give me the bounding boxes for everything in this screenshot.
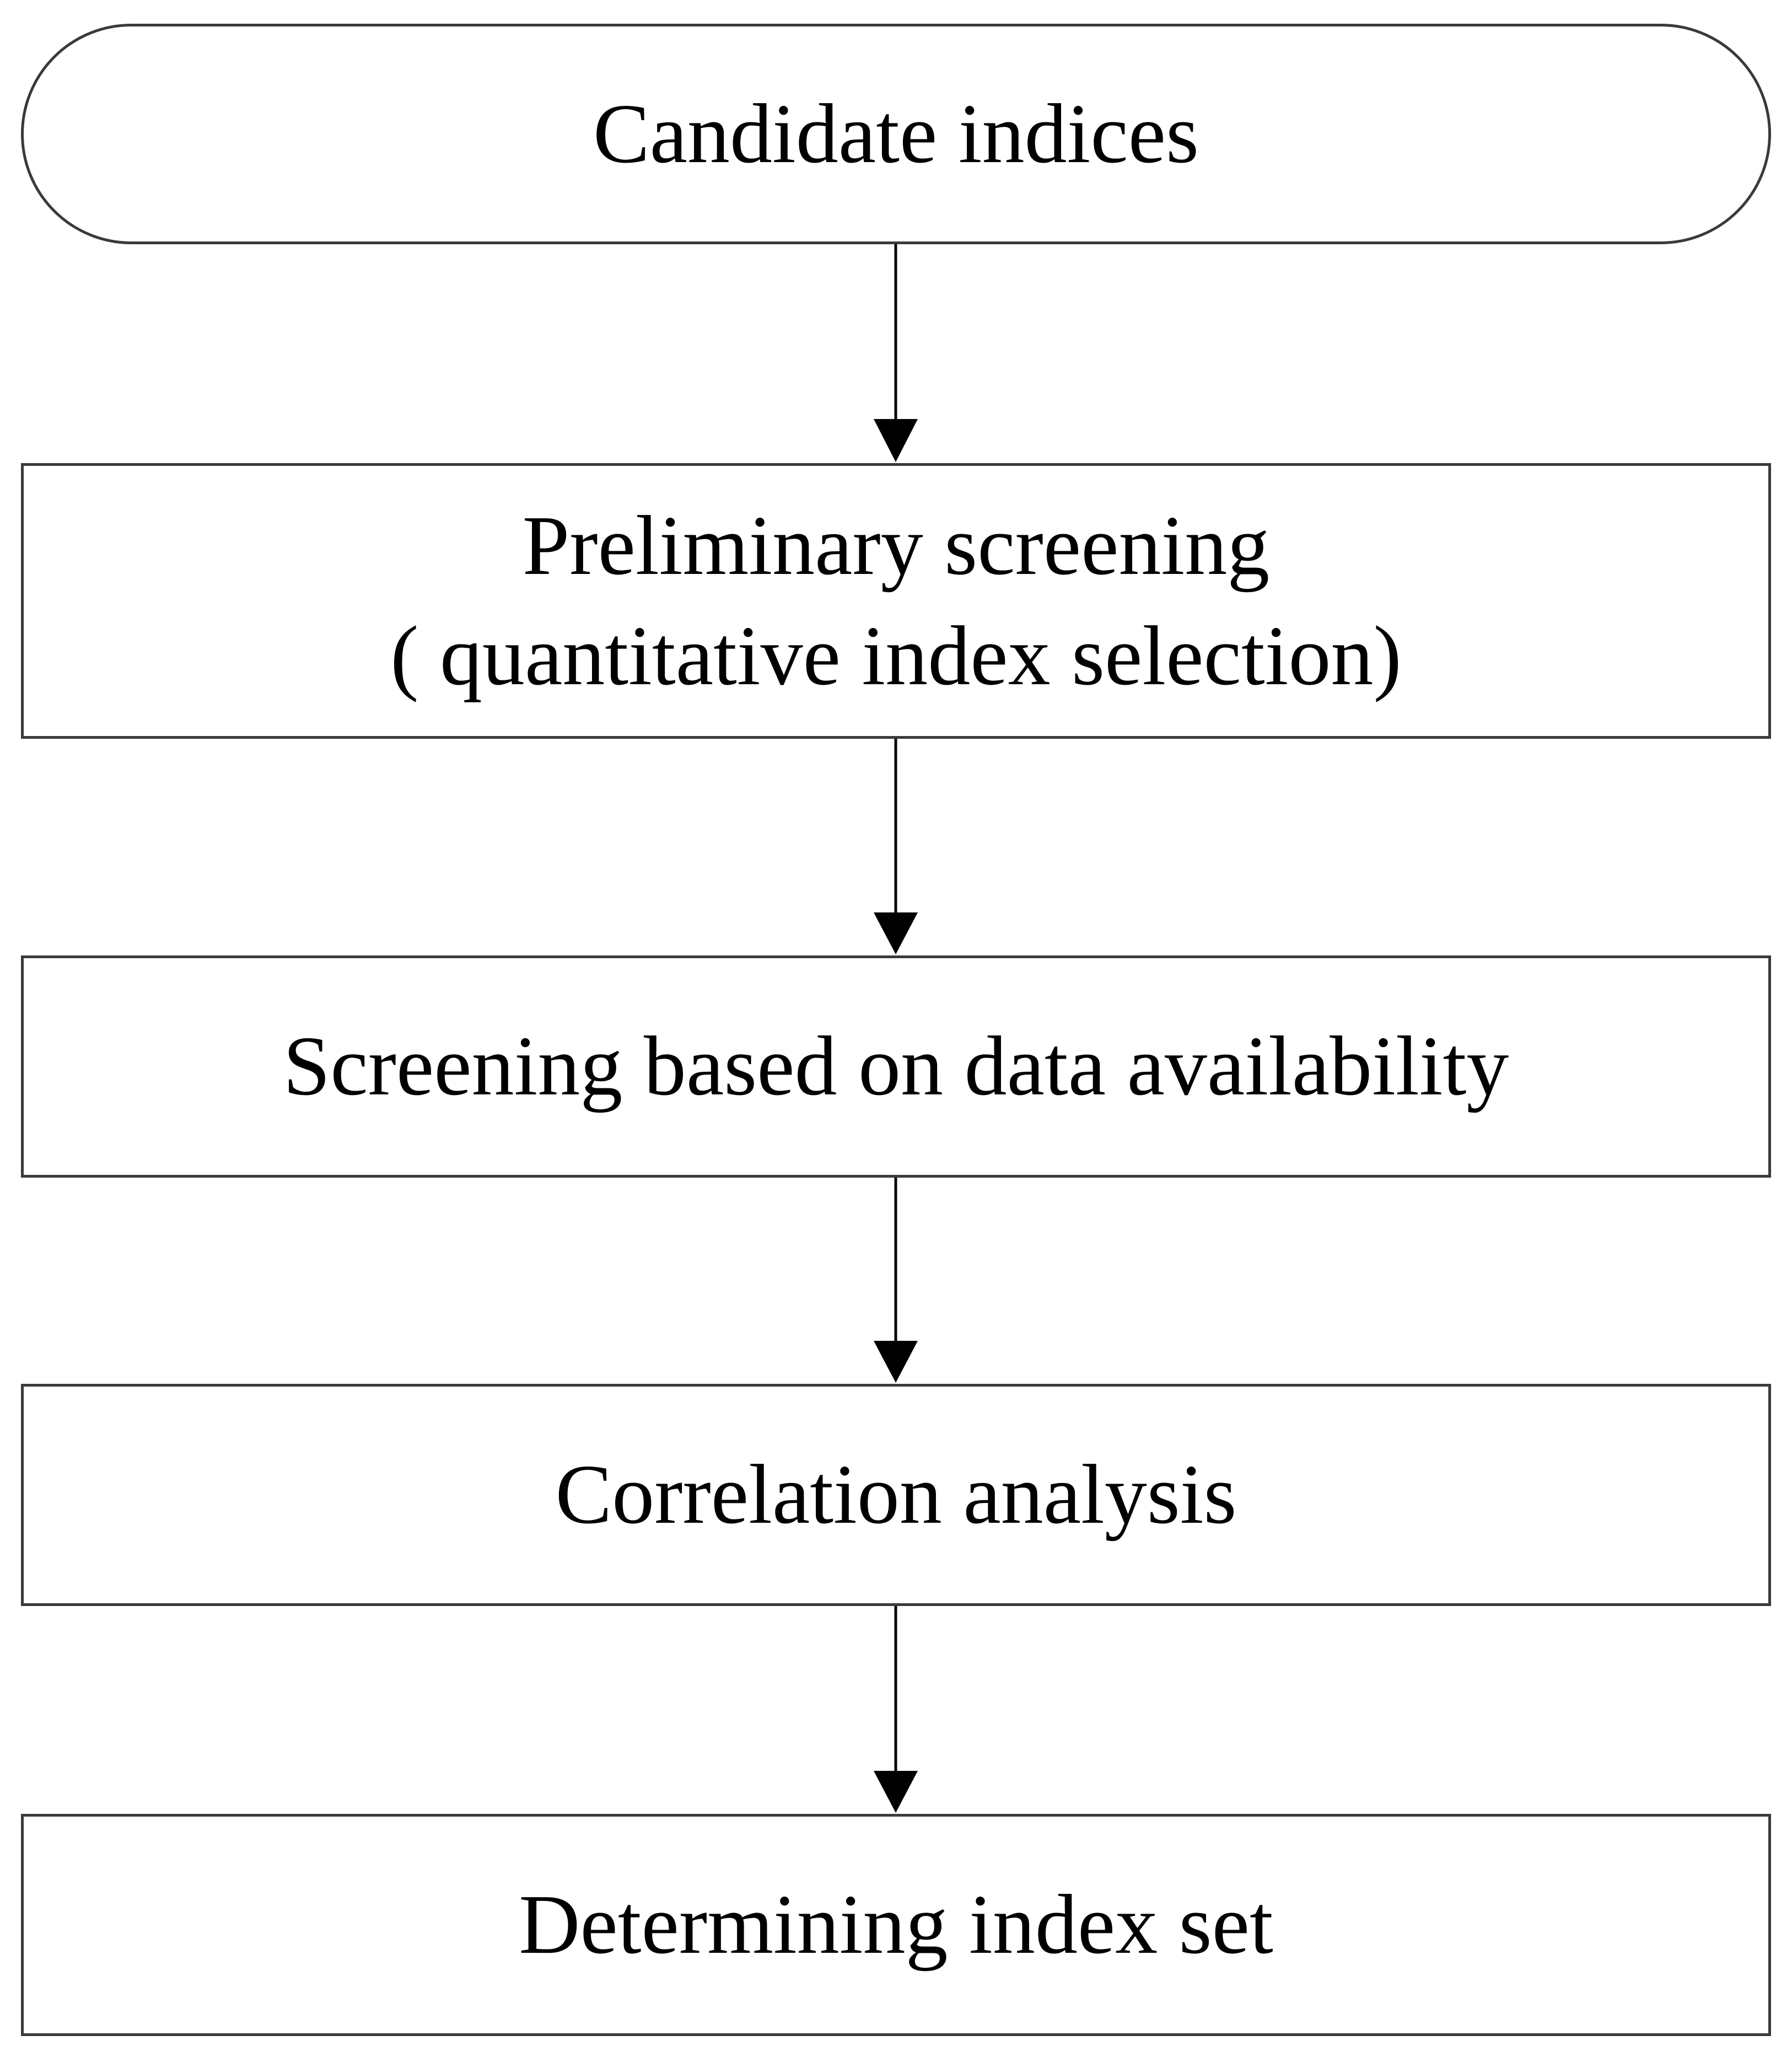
correlation-analysis-node: Correlation analysis — [21, 1384, 1771, 1606]
correlation-analysis-label: Correlation analysis — [555, 1448, 1237, 1542]
preliminary-screening-node: Preliminary screening ( quantitative ind… — [21, 463, 1771, 739]
quantitative-index-selection-label: ( quantitative index selection) — [390, 609, 1402, 703]
data-availability-screening-label: Screening based on data availability — [283, 1019, 1509, 1114]
arrow-start-to-preliminary-screening — [874, 244, 918, 462]
candidate-indices-node: Candidate indices — [21, 24, 1771, 244]
arrow-correlation-to-index-set — [874, 1606, 918, 1813]
determining-index-set-label: Determining index set — [519, 1878, 1273, 1972]
arrow-data-availability-to-correlation — [874, 1178, 918, 1383]
arrow-preliminary-to-data-availability — [874, 739, 918, 954]
preliminary-screening-label: Preliminary screening — [522, 498, 1270, 593]
candidate-indices-label: Candidate indices — [593, 87, 1199, 181]
determining-index-set-node: Determining index set — [21, 1814, 1771, 2036]
data-availability-screening-node: Screening based on data availability — [21, 955, 1771, 1178]
